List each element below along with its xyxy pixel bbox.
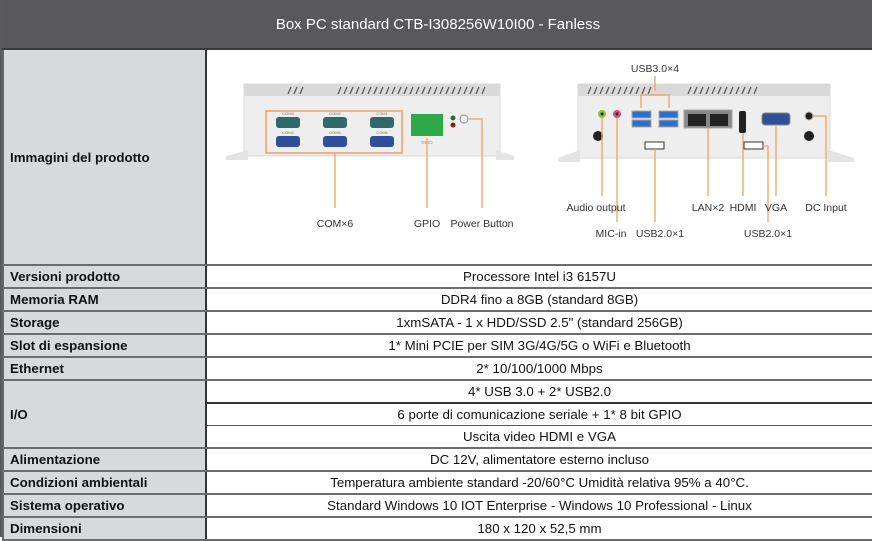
power-button-image (459, 114, 468, 124)
front-callout-labels: COM×6 GPIO Power Button (316, 218, 513, 230)
svg-text:COM6: COM6 (376, 130, 388, 135)
table-row: Versioni prodotto Processore Intel i3 61… (2, 265, 872, 289)
page-title: Box PC standard CTB-I308256W10I00 - Fanl… (2, 0, 872, 50)
callout-vga: VGA (764, 202, 786, 214)
callout-usb3: USB3.0×4 (630, 63, 678, 75)
callout-gpio: GPIO (413, 218, 439, 230)
row-value: 1* Mini PCIE per SIM 3G/4G/5G o WiFi e B… (206, 334, 872, 358)
row-label: Dimensioni (2, 517, 207, 541)
rear-mount-foot-right (827, 150, 854, 162)
heatsink-fins (286, 86, 486, 95)
com6-port (369, 136, 394, 147)
row-label: Condizioni ambientali (2, 471, 207, 495)
row-value: Standard Windows 10 IOT Enterprise - Win… (206, 494, 872, 518)
front-heatsink (243, 84, 500, 96)
table-row: Condizioni ambientali Temperatura ambien… (2, 471, 872, 495)
lan-port-2 (709, 114, 728, 126)
row-label: Versioni prodotto (2, 265, 207, 289)
hdmi-port (738, 111, 746, 133)
row-value: Temperatura ambiente standard -20/60°C U… (206, 471, 872, 495)
callout-power-button: Power Button (450, 218, 513, 230)
row-value: Processore Intel i3 6157U (206, 265, 872, 289)
row-label: I/O (2, 380, 207, 449)
callout-lan: LAN×2 (691, 202, 724, 214)
table-row: Memoria RAM DDR4 fino a 8GB (standard 8G… (2, 288, 872, 312)
table-row-io: Uscita video HDMI e VGA (3, 425, 872, 449)
row-label: Memoria RAM (2, 288, 207, 312)
com5-port (322, 136, 347, 147)
com-ports (275, 117, 394, 147)
row-label: Alimentazione (2, 448, 207, 472)
usb2-port-left (644, 141, 664, 150)
table-row: Slot di espansione 1* Mini PCIE per SIM … (2, 334, 872, 358)
antenna-hole-right (803, 131, 814, 141)
io-value-video: Uscita video HDMI e VGA (206, 425, 872, 449)
callout-hdmi: HDMI (729, 202, 756, 214)
row-value: 180 x 120 x 52,5 mm (206, 517, 872, 541)
front-view-image: COM3 COM2 COM1 COM4 COM5 COM6 GPIO (225, 83, 514, 230)
hdd-led (450, 122, 455, 128)
row-label: Ethernet (2, 357, 207, 381)
mount-foot-right (495, 150, 514, 160)
row-value: DDR4 fino a 8GB (standard 8GB) (206, 288, 872, 312)
row-label: Immagini del prodotto (2, 50, 207, 266)
com-group-highlight (264, 110, 403, 154)
antenna-hole-left (592, 131, 603, 141)
lan-port-1 (687, 114, 706, 126)
row-value: 2* 10/100/1000 Mbps (206, 357, 872, 381)
com3-port (275, 117, 300, 128)
com-port-labels: COM3 COM2 COM1 COM4 COM5 COM6 (282, 111, 388, 135)
com1-port (369, 117, 394, 128)
callout-com: COM×6 (316, 218, 353, 230)
table-row-images: Immagini del prodotto (2, 50, 872, 266)
rear-heatsink-fins (586, 86, 758, 95)
svg-text:COM4: COM4 (282, 130, 294, 135)
dc-input-jack (804, 111, 813, 121)
rear-mount-foot-left (557, 150, 580, 162)
row-value: DC 12V, alimentatore esterno incluso (206, 448, 872, 472)
svg-text:COM2: COM2 (329, 111, 341, 116)
callout-dc-input: DC Input (805, 202, 847, 214)
row-value: 1xmSATA - 1 x HDD/SSD 2.5" (standard 256… (206, 311, 872, 335)
table-row: Ethernet 2* 10/100/1000 Mbps (2, 357, 872, 381)
callout-mic-in: MIC-in (595, 228, 626, 240)
rear-callout-labels: USB3.0×4 Audio output MIC-in USB2.0×1 LA… (566, 63, 846, 240)
mount-foot-left (225, 150, 248, 160)
product-images-cell: COM3 COM2 COM1 COM4 COM5 COM6 GPIO (206, 50, 872, 266)
product-images: COM3 COM2 COM1 COM4 COM5 COM6 GPIO (225, 63, 854, 240)
row-label: Slot di espansione (2, 334, 207, 358)
mic-in-jack-hole (615, 112, 618, 116)
spec-table: Immagini del prodotto (2, 50, 872, 541)
table-row: Sistema operativo Standard Windows 10 IO… (2, 494, 872, 518)
svg-text:COM3: COM3 (282, 111, 294, 116)
rear-callout-lines (600, 76, 827, 222)
power-led (450, 115, 455, 121)
com4-port (275, 136, 300, 147)
row-label: Storage (2, 311, 207, 335)
rear-view-image: USB3.0×4 Audio output MIC-in USB2.0×1 LA… (557, 63, 854, 240)
io-value-serial: 6 porte di comunicazione seriale + 1* 8 … (206, 403, 872, 426)
callout-audio-output: Audio output (566, 202, 625, 214)
vga-port (761, 112, 790, 126)
svg-text:COM1: COM1 (376, 111, 388, 116)
usb2-port-right (743, 141, 763, 150)
table-row-io: I/O 4* USB 3.0 + 2* USB2.0 (2, 380, 872, 449)
front-callout-lines (333, 118, 483, 208)
table-row: Alimentazione DC 12V, alimentatore ester… (2, 448, 872, 472)
svg-text:COM5: COM5 (329, 130, 341, 135)
table-row: Storage 1xmSATA - 1 x HDD/SSD 2.5" (stan… (2, 311, 872, 335)
gpio-terminal (410, 114, 443, 136)
audio-output-jack-hole (600, 112, 603, 116)
callout-usb2-right: USB2.0×1 (743, 228, 791, 240)
callout-usb2-left: USB2.0×1 (635, 228, 683, 240)
usb3-ports (631, 110, 678, 128)
com2-port (322, 117, 347, 128)
rear-heatsink (577, 84, 830, 96)
table-row-io: 6 porte di comunicazione seriale + 1* 8 … (3, 403, 872, 426)
table-row: Dimensioni 180 x 120 x 52,5 mm (2, 517, 872, 541)
row-label: Sistema operativo (2, 494, 207, 518)
io-value-usb: 4* USB 3.0 + 2* USB2.0 (206, 380, 872, 404)
